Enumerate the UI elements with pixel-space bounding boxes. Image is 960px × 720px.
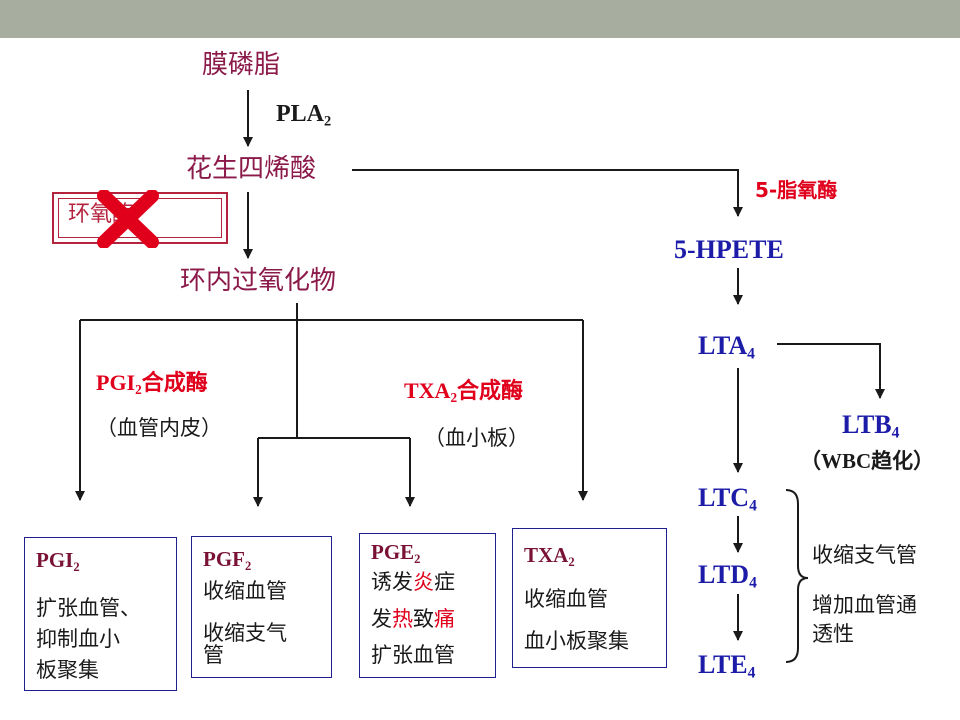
box-pgi2-line2: 抑制血小 — [36, 627, 120, 651]
box-pge2-line2: 发热致痛 — [371, 607, 455, 631]
box-pgf2-line2: 收缩支气 — [203, 621, 287, 645]
arrow-aa-to-hpete — [352, 169, 743, 217]
box-pge2-line1: 诱发炎症 — [371, 570, 455, 594]
brace-leukotrienes — [785, 489, 809, 663]
box-pgf2-title: PGF2 — [203, 547, 252, 573]
box-pgf2-line1: 收缩血管 — [203, 579, 287, 603]
x-mark-icon — [97, 190, 159, 248]
top-bar — [0, 0, 960, 38]
box-txa2: TXA2 收缩血管 血小板聚集 — [512, 528, 667, 668]
node-ltc4: LTC4 — [698, 483, 757, 515]
node-membrane-phospholipid: 膜磷脂 — [202, 50, 281, 80]
box-txa2-line1: 收缩血管 — [524, 587, 608, 611]
arrow-lta4-to-ltb4 — [777, 343, 885, 399]
node-arachidonic-acid: 花生四烯酸 — [186, 154, 317, 184]
label-txa2-synthase: TXA2合成酶 — [404, 378, 524, 405]
label-lt-effect-bronchoconstriction: 收缩支气管 — [812, 543, 917, 567]
node-5-hpete: 5-HPETE — [674, 235, 784, 264]
node-ltd4: LTD4 — [698, 560, 757, 592]
label-pla2: PLA2 — [276, 101, 332, 130]
node-lte4: LTE4 — [698, 650, 756, 682]
node-ltb4: LTB4 — [842, 410, 900, 442]
box-pge2: PGE2 诱发炎症 发热致痛 扩张血管 — [359, 533, 496, 678]
label-ltb4-note: （WBC趋化） — [800, 449, 935, 473]
node-endoperoxide: 环内过氧化物 — [180, 266, 337, 296]
label-lt-effect-permeability-1: 增加血管通 — [812, 593, 917, 617]
label-txa2-source: （血小板） — [424, 426, 529, 450]
box-pge2-title: PGE2 — [371, 540, 421, 566]
box-pge2-line3: 扩张血管 — [371, 643, 455, 667]
box-pgf2-line3: 管 — [203, 643, 224, 667]
label-pgi2-source: （血管内皮） — [96, 416, 222, 440]
node-lta4: LTA4 — [698, 331, 755, 363]
label-5-lipoxygenase: 5-脂氧酶 — [755, 178, 838, 202]
box-pgi2-line1: 扩张血管、 — [36, 596, 141, 620]
box-pgf2: PGF2 收缩血管 收缩支气 管 — [191, 536, 332, 678]
label-lt-effect-permeability-2: 透性 — [812, 622, 854, 646]
box-pgi2-line3: 板聚集 — [36, 658, 99, 682]
box-pgi2: PGI2 扩张血管、 抑制血小 板聚集 — [24, 537, 177, 691]
label-pgi2-synthase: PGI2合成酶 — [96, 370, 208, 397]
box-pgi2-title: PGI2 — [36, 548, 80, 574]
box-txa2-title: TXA2 — [524, 543, 575, 569]
box-txa2-line2: 血小板聚集 — [524, 629, 629, 653]
